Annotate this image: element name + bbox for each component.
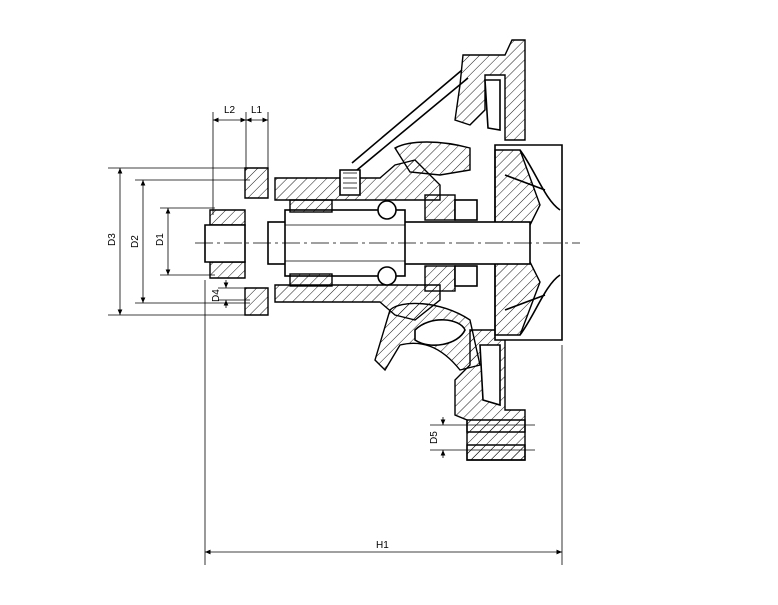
dim-D3: D3 bbox=[107, 167, 245, 316]
label-L1: L1 bbox=[251, 105, 263, 116]
label-H1: H1 bbox=[376, 540, 389, 551]
roller-bearing bbox=[289, 199, 397, 287]
dim-D4: D4 bbox=[211, 280, 250, 308]
dim-D5: D5 bbox=[429, 417, 535, 458]
bearing-housing bbox=[274, 159, 441, 321]
dim-D1: D1 bbox=[155, 207, 215, 276]
label-L2: L2 bbox=[224, 105, 236, 116]
dim-D2: D2 bbox=[130, 179, 250, 304]
dim-H1: H1 bbox=[204, 280, 563, 565]
drive-flange bbox=[204, 167, 269, 316]
seal-pack bbox=[424, 194, 478, 292]
label-D1: D1 bbox=[155, 233, 166, 246]
dim-L2: L2 bbox=[212, 105, 247, 215]
label-D5: D5 bbox=[429, 431, 440, 444]
label-D4: D4 bbox=[211, 289, 222, 302]
label-D2: D2 bbox=[130, 235, 141, 248]
dim-L1: L1 bbox=[246, 105, 269, 170]
label-D3: D3 bbox=[107, 233, 118, 246]
pump-housing bbox=[351, 39, 526, 461]
